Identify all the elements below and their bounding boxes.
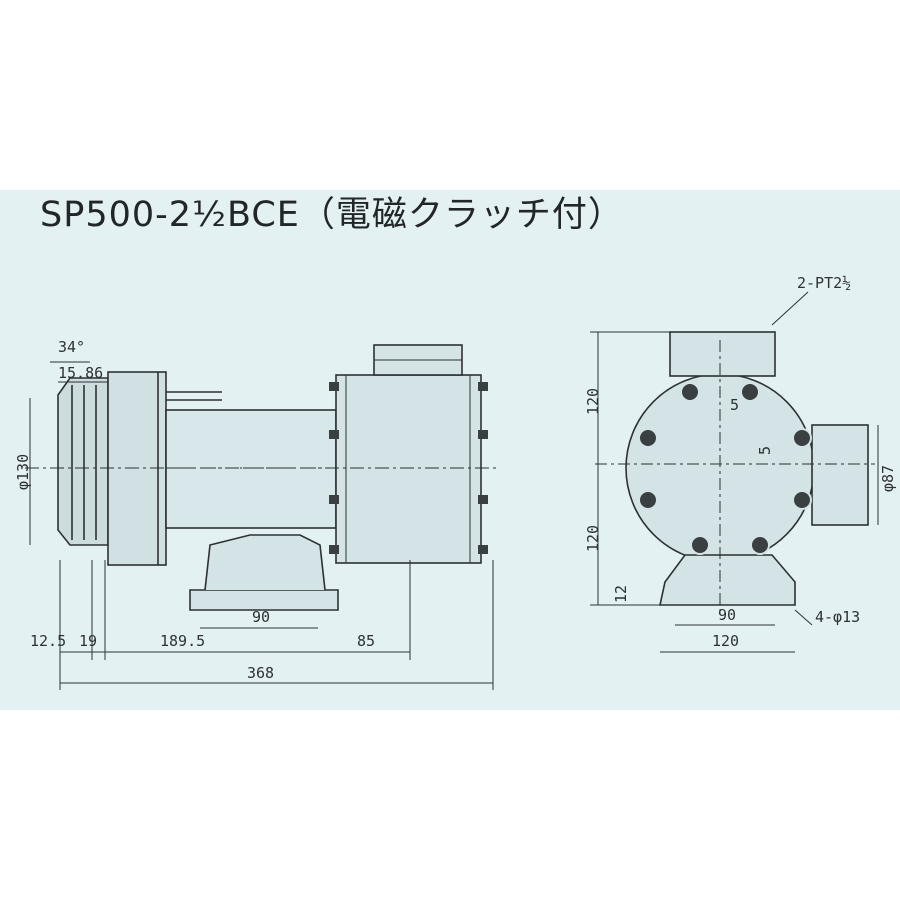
dim-90: 90 (252, 608, 270, 626)
clutch-wire (166, 391, 222, 401)
angle-label: 34° (58, 338, 85, 356)
bolt-circle (638, 382, 812, 555)
side-view: 34° 15.86 φ130 12.5 19 189.5 85 90 368 (14, 338, 500, 690)
side-dimension-labels: 34° 15.86 φ130 12.5 19 189.5 85 90 368 (14, 338, 375, 682)
flange-bolts (329, 382, 488, 554)
front-view: 2-PT2½ 120 120 5 5 φ87 12 90 120 4-φ13 (584, 274, 897, 653)
drawing-title: SP500-2½BCE（電磁クラッチ付） (40, 195, 624, 235)
groove-label: 15.86 (58, 364, 103, 382)
flange-dia-label: φ87 (879, 465, 897, 492)
side-port (811, 424, 869, 526)
pump-body (335, 374, 482, 564)
pulley (57, 377, 109, 546)
pulley-dia-label: φ130 (14, 454, 32, 490)
base-12-label: 12 (612, 585, 630, 603)
front-base (659, 554, 796, 606)
front-dimension-lines (590, 291, 879, 653)
front-centerlines (595, 340, 875, 615)
dim-85: 85 (357, 632, 375, 650)
base-120-label: 120 (712, 632, 739, 650)
base-plate (189, 589, 339, 611)
upper-120-label: 120 (584, 388, 602, 415)
bearing-housing (165, 409, 337, 529)
side-dimension-lines (29, 361, 494, 690)
offset-h-label: 5 (730, 396, 739, 414)
front-dimension-labels: 2-PT2½ 120 120 5 5 φ87 12 90 120 4-φ13 (584, 274, 897, 650)
holes-label: 4-φ13 (815, 608, 860, 626)
lower-120-label: 120 (584, 525, 602, 552)
dim-19: 19 (79, 632, 97, 650)
offset-v-label: 5 (756, 446, 774, 455)
top-port (669, 331, 776, 377)
bolt-90-label: 90 (718, 606, 736, 624)
dim-total: 368 (247, 664, 274, 682)
dim-12-5: 12.5 (30, 632, 66, 650)
port-label: 2-PT2½ (797, 274, 851, 292)
dim-189-5: 189.5 (160, 632, 205, 650)
